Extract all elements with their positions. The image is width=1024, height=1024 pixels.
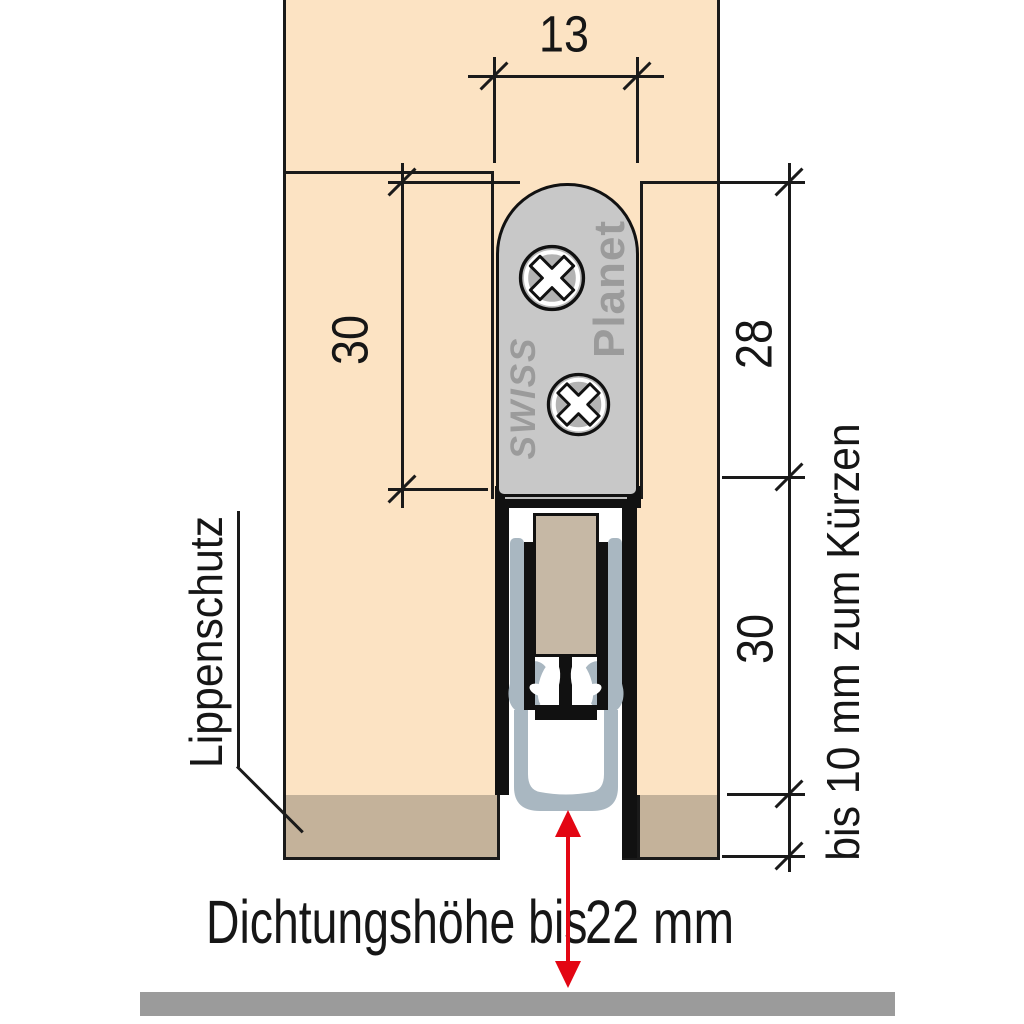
rail-wall-right <box>622 504 637 858</box>
dim-label-groove-depth: 30 <box>321 315 379 365</box>
dim-line-30-left <box>401 163 404 508</box>
dim-ext-right-top <box>640 181 805 184</box>
screw-bottom-icon <box>546 372 611 437</box>
arm-hole-right <box>582 683 602 697</box>
seal-height-label: Dichtungshöhe bis <box>206 888 588 956</box>
lippenschutz-strip-right <box>637 795 720 860</box>
rubber-strip-right <box>608 538 622 698</box>
groove-line-right <box>640 181 643 499</box>
centre-column <box>559 655 572 718</box>
lippenschutz-strip-left <box>283 795 500 860</box>
rail-wall-left <box>495 504 509 795</box>
height-arrow-up-icon <box>555 810 581 837</box>
dim-label-housing-height: 28 <box>725 319 783 369</box>
dim-ext-right-mid <box>722 476 805 479</box>
lip-anchor-bar <box>535 705 597 720</box>
seal-height-value: 22 mm <box>585 888 735 956</box>
brand-swiss-label: SWISS <box>504 336 543 460</box>
dim-ext-13-left <box>493 57 496 163</box>
dim-line-13 <box>468 75 664 78</box>
leader-line-vertical <box>237 511 240 767</box>
trim-note-label: bis 10 mm zum Kürzen <box>817 423 869 861</box>
dim-ext-right-bottom <box>722 855 805 858</box>
dim-ext-right-strip <box>727 793 805 796</box>
height-arrow-down-icon <box>555 961 581 988</box>
brand-planet-label: Planet <box>585 219 634 359</box>
dim-label-groove-width: 13 <box>539 5 589 63</box>
groove-line-left <box>491 171 494 499</box>
door-face-line-left <box>283 171 494 174</box>
carrier-column-right <box>597 542 608 714</box>
seal-housing <box>496 183 639 497</box>
seal-mechanism <box>495 486 641 862</box>
lip-protection-label: Lippenschutz <box>180 515 232 769</box>
screw-top-icon <box>518 244 586 312</box>
dim-ext-13-right <box>636 57 639 163</box>
carrier-column-left <box>524 542 535 714</box>
drop-seal-lip-interior <box>528 710 604 795</box>
dim-line-right <box>788 163 791 872</box>
floor-bar <box>140 992 895 1016</box>
height-arrow-shaft <box>566 828 570 970</box>
dim-ext-30-left-top <box>388 181 520 184</box>
arm-hole-left <box>529 683 549 697</box>
dim-label-lower-height: 30 <box>726 614 784 664</box>
rubber-strip-left <box>510 538 524 698</box>
carrier-block <box>533 513 599 657</box>
dim-ext-30-left-bottom <box>388 488 488 491</box>
